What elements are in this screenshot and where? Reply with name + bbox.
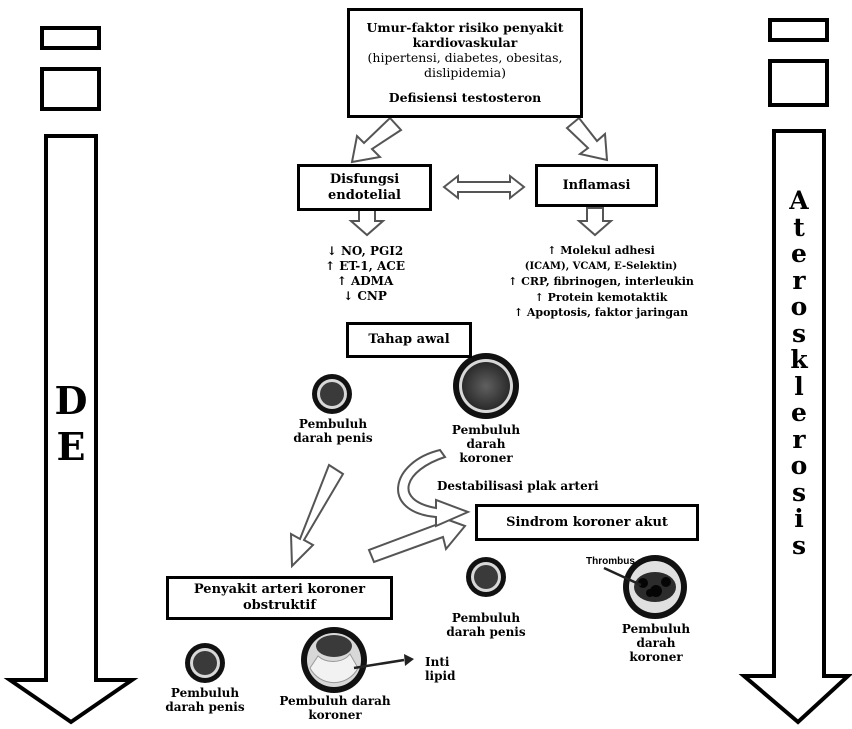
inflammation-marker: ↑ CRP, fibrinogen, interleukin: [508, 275, 694, 288]
cad-coronary-label: Pembuluh darah koroner: [279, 694, 391, 722]
right-arrow-letter: r: [792, 424, 806, 454]
arrow-down-inflammation: [576, 207, 614, 237]
inflammation-marker: (ICAM), VCAM, E-Selektin): [524, 260, 678, 272]
double-arrow-endothelial-inflammation: [442, 173, 526, 201]
cad-penile-vessel-icon: [185, 643, 225, 683]
right-arrow-letter: o: [790, 451, 808, 480]
arrow-cad-to-acs: [367, 513, 467, 564]
right-arrow-letter: k: [790, 345, 808, 374]
right-arrow-letter: o: [790, 292, 808, 321]
right-arrow-letter: s: [791, 530, 807, 560]
left-small-box-1: [40, 26, 101, 50]
left-arrow-letter-e: E: [56, 424, 86, 469]
destabilization-curved-arrow: [397, 448, 471, 528]
right-arrow-letter: i: [794, 504, 804, 533]
acs-penile-label: Pembuluh darah penis: [446, 611, 526, 639]
risk-factors-box: Umur-faktor risiko penyakit kardiovaskul…: [347, 8, 583, 118]
endothelial-dysfunction-box: Disfungsi endotelial: [297, 164, 432, 211]
right-small-box-1: [768, 18, 829, 42]
inflammation-marker: ↑ Molekul adhesi: [547, 244, 655, 257]
inflammation-markers-list: ↑ Molekul adhesi (ICAM), VCAM, E-Selekti…: [470, 243, 732, 321]
arrow-early-to-cad: [289, 463, 345, 569]
lipid-pointer-head: [404, 654, 414, 666]
left-de-arrow: [3, 134, 139, 725]
right-arrow-letter: A: [789, 186, 809, 215]
inflammation-marker: ↑ Protein kemotaktik: [534, 290, 668, 304]
endothelial-marker: ↑ ET-1, ACE: [324, 259, 405, 273]
inflammation-marker: ↑ Apoptosis, faktor jaringan: [513, 306, 689, 319]
right-arrow-letter: s: [791, 477, 807, 507]
cad-penile-label: Pembuluh darah penis: [165, 686, 245, 714]
early-penile-vessel-icon: [312, 374, 352, 414]
lipid-core-label: Inti lipid: [425, 655, 456, 683]
arrow-top-to-endothelial: [350, 116, 403, 164]
right-aterosklerosis-arrow: [738, 129, 852, 725]
endothelial-markers-list: ↓ NO, PGI2 ↑ ET-1, ACE ↑ ADMA ↓ CNP: [290, 244, 440, 304]
endothelial-marker: ↓ CNP: [343, 289, 387, 303]
arrow-top-to-inflammation: [565, 116, 609, 162]
acute-coronary-syndrome-box: Sindrom koroner akut: [475, 504, 699, 541]
lipid-pointer: [353, 658, 405, 670]
right-arrow-letter: r: [792, 265, 806, 295]
acs-coronary-vessel-icon: [623, 555, 687, 619]
early-penile-label: Pembuluh darah penis: [293, 417, 373, 445]
thrombus-label: Thrombus: [586, 556, 635, 567]
arrow-down-endothelial: [348, 207, 386, 237]
right-arrow-letter: t: [793, 212, 805, 242]
endothelial-marker: ↓ NO, PGI2: [326, 244, 404, 258]
left-arrow-letter-d: D: [54, 378, 88, 423]
right-arrow-letter: e: [791, 398, 807, 427]
endothelial-marker: ↑ ADMA: [336, 274, 394, 288]
early-coronary-vessel-icon: [453, 353, 519, 419]
acs-coronary-label: Pembuluh darah koroner: [621, 622, 691, 664]
right-small-box-2: [768, 59, 829, 107]
early-coronary-label: Pembuluh darah koroner: [451, 423, 521, 465]
inflammation-box: Inflamasi: [535, 164, 658, 207]
testosterone-deficiency-label: Defisiensi testosteron: [388, 90, 542, 105]
right-arrow-letter: s: [791, 318, 807, 348]
risk-factors-detail: (hipertensi, diabetes, obesitas, dislipi…: [367, 50, 563, 80]
right-arrow-letter: e: [791, 239, 807, 268]
risk-factors-title: Umur-faktor risiko penyakit kardiovaskul…: [366, 20, 564, 50]
early-stage-box: Tahap awal: [346, 322, 472, 358]
right-arrow-letter: l: [794, 371, 804, 401]
cad-coronary-vessel-icon: [301, 627, 367, 693]
destabilization-label: Destabilisasi plak arteri: [437, 479, 599, 493]
acs-penile-vessel-icon: [466, 557, 506, 597]
obstructive-cad-box: Penyakit arteri koroner obstruktif: [166, 576, 393, 620]
thrombus-pointer: [603, 566, 642, 587]
left-small-box-2: [40, 67, 101, 111]
